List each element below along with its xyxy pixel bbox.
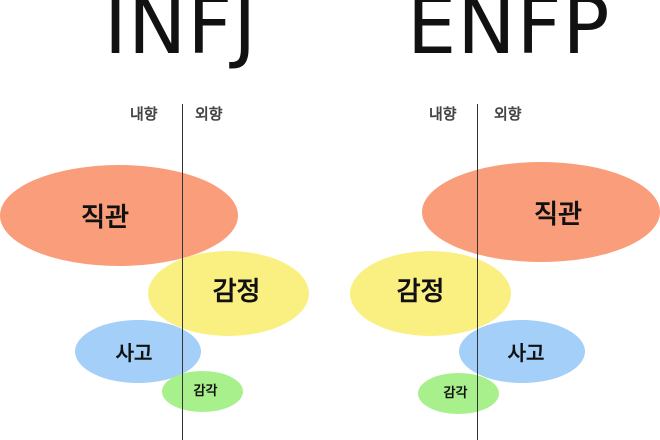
sensing-label: 감각 [193,384,218,399]
feeling-ellipse: 감정 [350,251,511,336]
enfp-diagram: ENFP 내향 외향 직관 감정 사고 감각 [330,0,660,440]
thinking-ellipse: 사고 [75,320,201,383]
thinking-label: 사고 [507,341,545,365]
feeling-ellipse: 감정 [148,251,309,336]
extrovert-label: 외향 [195,105,223,123]
intuition-label: 직관 [81,203,129,233]
extrovert-label: 외향 [494,105,522,123]
sensing-ellipse: 감각 [418,373,499,414]
introvert-label: 내향 [429,105,457,123]
type-title: INFJ [104,0,258,72]
axis-divider [182,104,183,440]
feeling-label: 감정 [212,277,261,307]
intuition-ellipse: 직관 [422,162,660,262]
intuition-ellipse: 직관 [0,165,238,266]
sensing-label: 감각 [443,386,468,401]
thinking-ellipse: 사고 [459,320,585,383]
sensing-ellipse: 감각 [162,371,243,412]
type-title: ENFP [407,0,611,72]
infj-diagram: INFJ 내향 외향 직관 감정 사고 감각 [0,0,309,440]
axis-divider [477,104,478,440]
intuition-label: 직관 [534,199,582,230]
introvert-label: 내향 [130,105,158,123]
thinking-label: 사고 [115,341,153,365]
feeling-label: 감정 [396,277,445,307]
